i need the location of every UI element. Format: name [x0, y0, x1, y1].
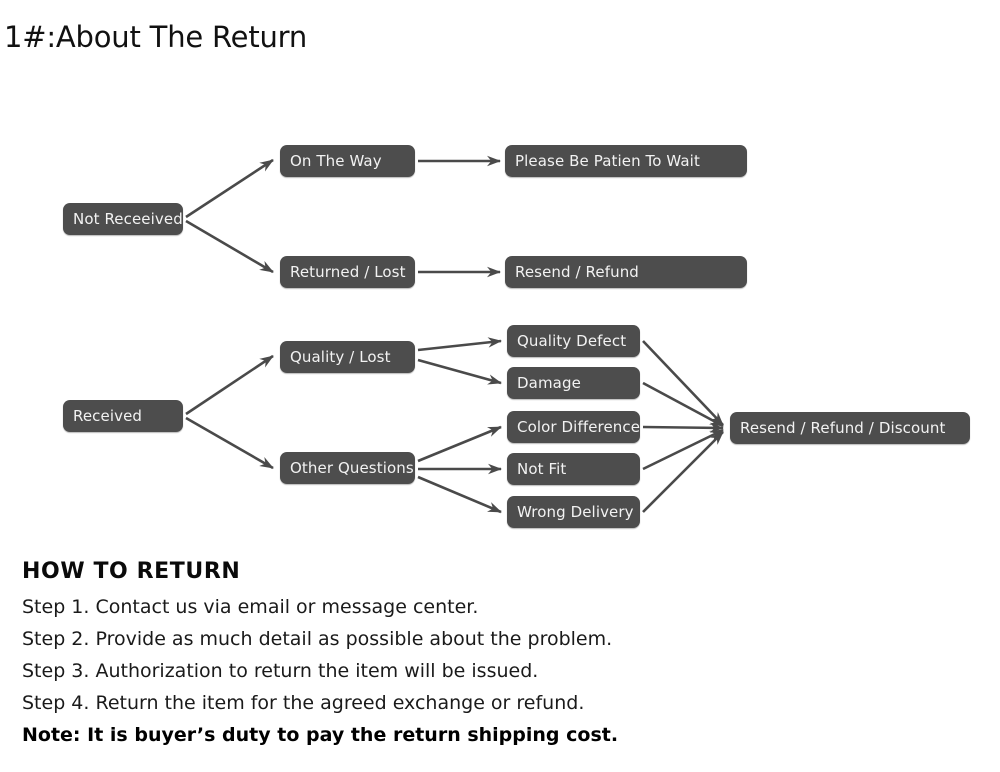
return-flowchart: Not Receeived On The Way Returned / Lost…: [63, 145, 970, 528]
return-note: Note: It is buyer’s duty to pay the retu…: [22, 724, 619, 747]
flow-node-not-fit[interactable]: Not Fit: [507, 453, 640, 485]
edge-wrongdelivery-final: [642, 431, 724, 513]
edge-received-otherquestions: [185, 416, 274, 470]
how-to-return-heading: HOW TO RETURN: [22, 559, 241, 584]
edge-damage-final: [642, 381, 724, 428]
how-to-return-section: HOW TO RETURN Step 1. Contact us via ema…: [22, 559, 722, 751]
edge-notreceived-ontheway: [185, 158, 274, 219]
page-title: 1#:About The Return: [4, 20, 308, 54]
flow-node-please-be-patient[interactable]: Please Be Patien To Wait: [505, 145, 747, 177]
edge-quality-damage: [417, 358, 502, 385]
edge-colordifference-final: [642, 422, 724, 434]
flow-node-color-difference[interactable]: Color Difference: [507, 411, 640, 443]
edge-notreceived-returnedlost: [185, 219, 274, 274]
edge-qualitydefect-final: [642, 340, 724, 426]
flow-node-wrong-delivery[interactable]: Wrong Delivery: [507, 496, 640, 528]
return-step-3: Step 3. Authorization to return the item…: [22, 660, 539, 683]
return-step-4: Step 4. Return the item for the agreed e…: [22, 692, 585, 715]
edge-notfit-final: [642, 428, 724, 471]
flow-node-other-questions[interactable]: Other Questions: [280, 452, 415, 484]
edge-received-quality: [185, 354, 274, 416]
flow-node-returned-lost[interactable]: Returned / Lost: [280, 256, 415, 288]
flow-node-on-the-way[interactable]: On The Way: [280, 145, 415, 177]
flow-node-quality-lost[interactable]: Quality / Lost: [280, 341, 415, 373]
flow-node-resend-refund[interactable]: Resend / Refund: [505, 256, 747, 288]
flow-node-quality-defect[interactable]: Quality Defect: [507, 325, 640, 357]
edge-otherq-wrongdelivery: [417, 475, 502, 514]
flow-node-damage[interactable]: Damage: [507, 367, 640, 399]
flow-node-received[interactable]: Received: [63, 400, 183, 432]
return-step-1: Step 1. Contact us via email or message …: [22, 596, 479, 619]
flow-node-resend-refund-discount[interactable]: Resend / Refund / Discount: [730, 412, 970, 444]
edge-otherq-colordifference: [417, 425, 502, 463]
edge-quality-qualitydefect: [417, 337, 502, 352]
flow-node-not-received[interactable]: Not Receeived: [63, 203, 183, 235]
flowchart-edges: [185, 155, 724, 514]
return-step-2: Step 2. Provide as much detail as possib…: [22, 628, 613, 651]
